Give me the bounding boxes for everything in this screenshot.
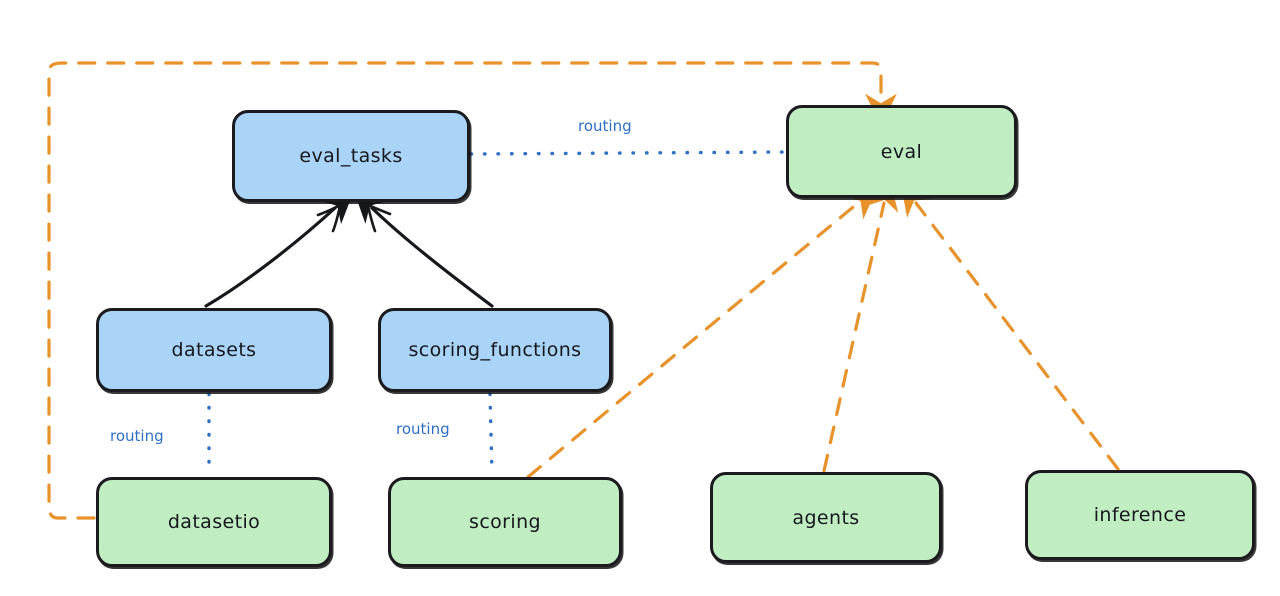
edge-scoring-functions-to-scoring-routing (488, 392, 494, 476)
node-agents[interactable]: agents (710, 472, 942, 563)
edge-label-routing-scoring: routing (396, 420, 450, 438)
edge-datasets-to-eval-tasks (204, 190, 354, 308)
edge-datasetio-to-eval (47, 61, 897, 520)
node-inference[interactable]: inference (1025, 470, 1255, 560)
node-label-inference: inference (1093, 504, 1187, 526)
node-eval[interactable]: eval (786, 105, 1017, 198)
node-datasetio[interactable]: datasetio (96, 477, 332, 567)
node-label-eval: eval (880, 140, 923, 163)
node-label-datasetio: datasetio (167, 511, 261, 533)
node-datasets[interactable]: datasets (96, 308, 332, 392)
edge-eval-tasks-to-eval-routing (469, 150, 786, 156)
node-label-scoring: scoring (469, 511, 541, 533)
edge-label-routing-eval: routing (578, 117, 632, 135)
edge-agents-to-eval (822, 178, 899, 473)
node-label-agents: agents (792, 506, 860, 529)
node-label-datasets: datasets (171, 339, 257, 361)
node-scoring[interactable]: scoring (388, 477, 622, 567)
edge-scoring-functions-to-eval-tasks (353, 190, 494, 308)
edge-scoring-to-eval (526, 186, 878, 479)
node-eval-tasks[interactable]: eval_tasks (232, 110, 470, 202)
node-label-eval-tasks: eval_tasks (299, 145, 403, 167)
node-label-scoring-functions: scoring_functions (408, 339, 582, 361)
edge-label-routing-datasetio: routing (110, 427, 164, 445)
node-scoring-functions[interactable]: scoring_functions (378, 308, 612, 392)
edge-inference-to-eval (900, 182, 1120, 471)
